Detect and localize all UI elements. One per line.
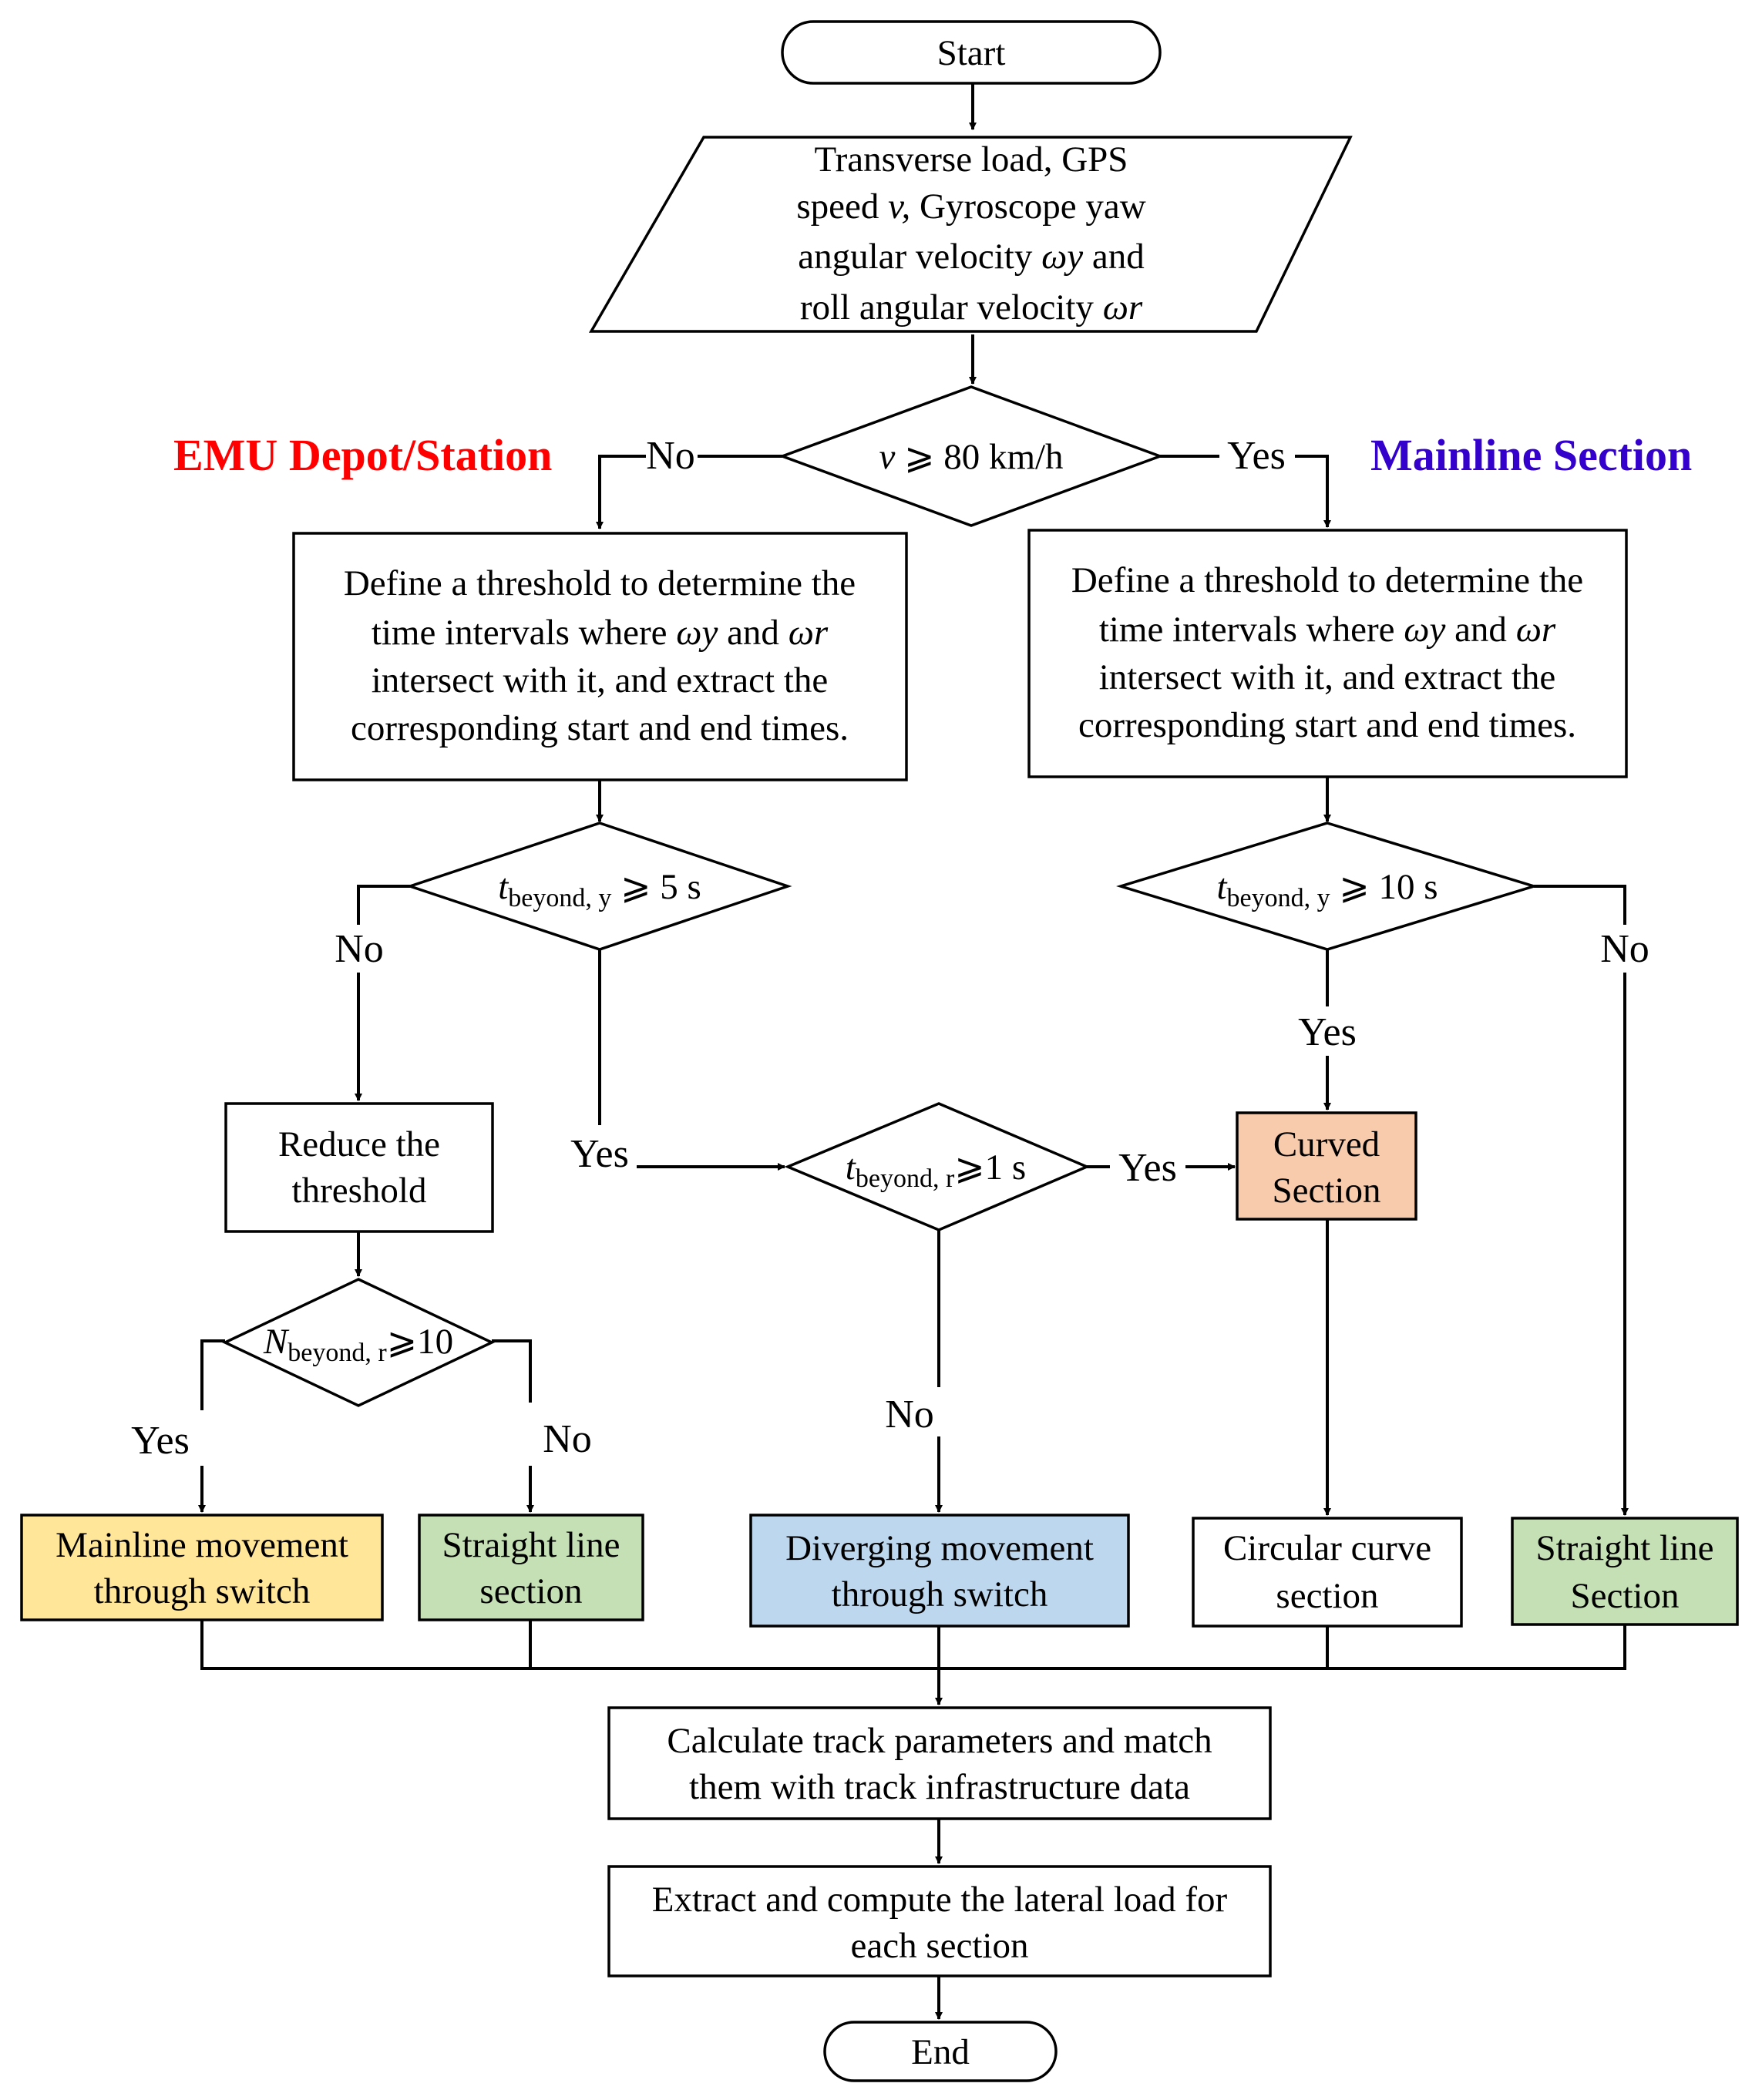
straight-right-line-1: Straight line xyxy=(1535,1528,1713,1568)
straight-line-section-right-box: Straight line Section xyxy=(1511,1517,1739,1626)
reduce-line-1: Reduce the xyxy=(278,1124,440,1164)
emu-tbeyond-y-label: tbeyond, y ⩾ 5 s xyxy=(498,867,701,912)
input-line-1: Transverse load, GPS xyxy=(815,139,1128,180)
mainline-section-header: Mainline Section xyxy=(1370,430,1692,480)
mainline-threshold-line-3: intersect with it, and extract the xyxy=(1099,657,1556,697)
emu-tbeyond-y-decision: tbeyond, y ⩾ 5 s xyxy=(405,822,792,951)
mainline-switch-line-2: through switch xyxy=(94,1571,311,1611)
mainline-ty-yes-label: Yes xyxy=(1298,1010,1357,1054)
curved-line-1: Curved xyxy=(1273,1124,1380,1164)
nr-yes-label: Yes xyxy=(131,1419,190,1463)
circular-line-1: Circular curve xyxy=(1223,1528,1431,1568)
mainline-switch-line-1: Mainline movement xyxy=(55,1525,348,1565)
mainline-tbeyond-y-label: tbeyond, y ⩾ 10 s xyxy=(1216,867,1438,912)
mainline-threshold-line-4: corresponding start and end times. xyxy=(1078,705,1576,745)
extract-line-2: each section xyxy=(851,1926,1029,1966)
nr-no-label: No xyxy=(543,1417,592,1461)
diverging-line-1: Diverging movement xyxy=(785,1528,1094,1568)
tr-yes-label: Yes xyxy=(1118,1146,1177,1190)
calc-line-1: Calculate track parameters and match xyxy=(667,1721,1212,1761)
diverging-line-2: through switch xyxy=(832,1574,1048,1614)
emu-depot-header: EMU Depot/Station xyxy=(173,430,552,480)
emu-threshold-box: Define a threshold to determine the time… xyxy=(292,532,908,781)
start-label: Start xyxy=(937,33,1006,73)
reduce-line-2: threshold xyxy=(292,1171,427,1211)
input-data-node: Transverse load, GPS speed v, Gyroscope … xyxy=(588,136,1353,333)
speed-no-label: No xyxy=(646,434,695,478)
straight-line-section-left-box: Straight line section xyxy=(418,1514,644,1621)
start-terminal: Start xyxy=(781,20,1162,85)
emu-threshold-line-1: Define a threshold to determine the xyxy=(344,563,856,603)
mainline-threshold-box: Define a threshold to determine the time… xyxy=(1027,529,1628,778)
calc-line-2: them with track infrastructure data xyxy=(689,1767,1190,1807)
input-line-3: angular velocity ωy and xyxy=(798,237,1145,277)
speed-yes-label: Yes xyxy=(1227,434,1286,478)
straight-left-line-2: section xyxy=(479,1571,582,1611)
end-terminal: End xyxy=(823,2021,1058,2082)
diverging-switch-box: Diverging movement through switch xyxy=(749,1514,1130,1628)
input-line-2: speed v, Gyroscope yaw xyxy=(796,186,1145,227)
mainline-ty-no-label: No xyxy=(1600,927,1649,971)
straight-right-line-2: Section xyxy=(1571,1576,1680,1616)
emu-ty-yes-label: Yes xyxy=(570,1132,629,1176)
reduce-threshold-box: Reduce the threshold xyxy=(224,1102,494,1233)
tr-no-label: No xyxy=(885,1393,934,1436)
emu-threshold-line-2: time intervals where ωy and ωr xyxy=(372,613,829,653)
speed-decision: v ⩾ 80 km/h xyxy=(778,385,1165,527)
curved-section-box: Curved Section xyxy=(1236,1111,1417,1221)
mainline-threshold-line-2: time intervals where ωy and ωr xyxy=(1099,610,1556,650)
nbeyond-r-label: Nbeyond, r⩾10 xyxy=(263,1322,453,1367)
tbeyond-r-decision: tbeyond, r⩾1 s xyxy=(784,1102,1091,1231)
mainline-threshold-line-1: Define a threshold to determine the xyxy=(1071,560,1583,600)
emu-ty-no-label: No xyxy=(335,927,384,971)
connectors xyxy=(198,83,1629,2020)
mainline-tbeyond-y-decision: tbeyond, y ⩾ 10 s xyxy=(1116,822,1538,951)
end-label: End xyxy=(911,2032,970,2072)
input-line-4: roll angular velocity ωr xyxy=(800,287,1143,328)
circular-line-2: section xyxy=(1276,1576,1378,1616)
speed-decision-label: v ⩾ 80 km/h xyxy=(879,437,1063,477)
circular-curve-box: Circular curve section xyxy=(1192,1517,1463,1628)
emu-threshold-line-4: corresponding start and end times. xyxy=(351,708,849,748)
straight-left-line-1: Straight line xyxy=(442,1525,620,1565)
emu-threshold-line-3: intersect with it, and extract the xyxy=(372,660,829,701)
extract-line-1: Extract and compute the lateral load for xyxy=(652,1880,1228,1920)
mainline-switch-box: Mainline movement through switch xyxy=(20,1514,384,1621)
nbeyond-r-decision: Nbeyond, r⩾10 xyxy=(221,1278,496,1407)
extract-lateral-load-box: Extract and compute the lateral load for… xyxy=(607,1865,1272,1977)
calculate-track-parameters-box: Calculate track parameters and match the… xyxy=(607,1706,1272,1820)
tbeyond-r-label: tbeyond, r⩾1 s xyxy=(846,1147,1026,1193)
curved-line-2: Section xyxy=(1273,1171,1381,1211)
